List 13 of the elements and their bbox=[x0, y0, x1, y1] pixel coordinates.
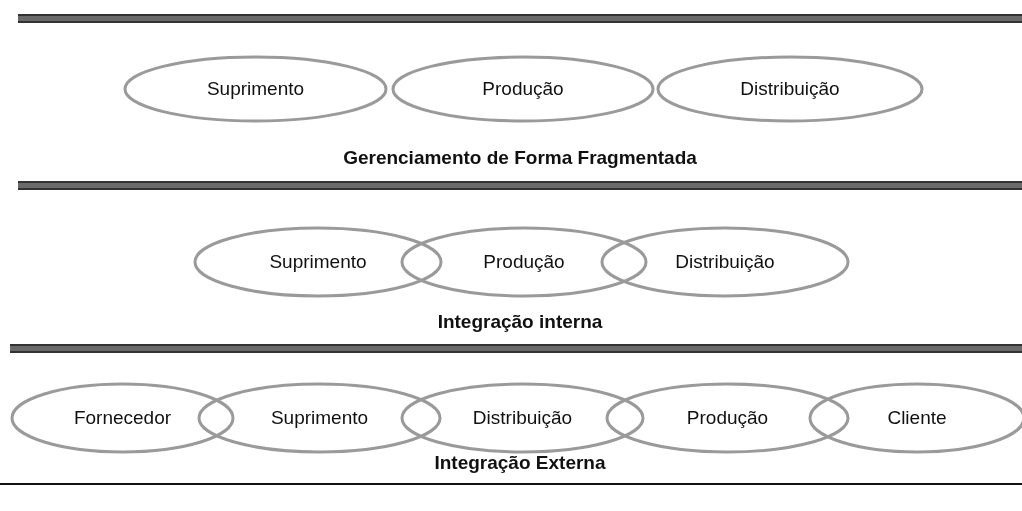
ellipse-node: Distribuição bbox=[656, 55, 924, 123]
section-heading: Integração Externa bbox=[434, 452, 606, 474]
ellipse-node: Suprimento bbox=[197, 382, 442, 454]
section-heading: Integração interna bbox=[437, 311, 603, 333]
ellipse-node: Fornecedor bbox=[10, 382, 235, 454]
ellipse-node: Distribuição bbox=[600, 226, 850, 298]
section-heading: Gerenciamento de Forma Fragmentada bbox=[343, 147, 697, 169]
ellipse-node: Produção bbox=[391, 55, 655, 123]
ellipse-node: Suprimento bbox=[193, 226, 443, 298]
ellipse-node: Suprimento bbox=[123, 55, 388, 123]
ellipse-node: Produção bbox=[605, 382, 850, 454]
ellipse-node: Distribuição bbox=[400, 382, 645, 454]
ellipse-node: Produção bbox=[400, 226, 648, 298]
